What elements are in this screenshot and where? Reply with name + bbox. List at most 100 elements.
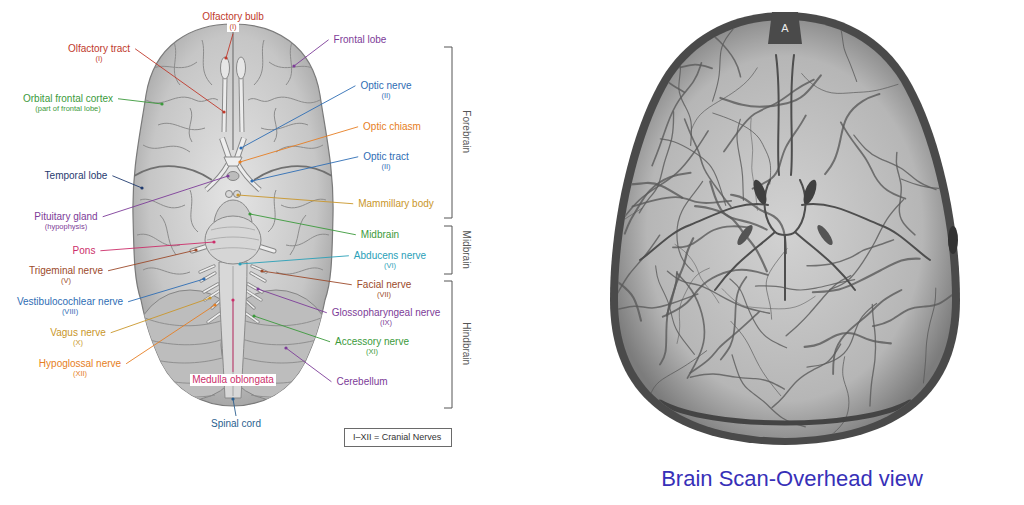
leader-line [128, 279, 204, 302]
structure-label: Spinal cord [209, 418, 263, 430]
nerve-number: (VII) [375, 291, 393, 300]
leader-dot [222, 110, 225, 113]
blood-vessel [923, 288, 935, 383]
blood-vessel [660, 139, 725, 206]
nerve-number: (II) [379, 92, 392, 101]
structure-label: Accessory nerve [333, 336, 411, 348]
mammillary-body [226, 191, 233, 198]
leader-dot [224, 56, 227, 59]
gyri [143, 268, 190, 274]
lateral-sulcus [134, 166, 212, 180]
structure-label: Temporal lobe [43, 170, 110, 182]
leader-line [112, 176, 142, 188]
gyri [190, 190, 198, 232]
structure-label: Olfactory tract [66, 43, 132, 55]
structure-label: Trigeminal nerve [27, 265, 105, 277]
blood-vessel [606, 37, 684, 92]
nerve-number: (IX) [378, 319, 394, 328]
ear [948, 226, 958, 254]
region-bracket [444, 47, 452, 218]
leader-dot [260, 269, 263, 272]
blood-vessels [765, 180, 806, 235]
leader-line [252, 157, 358, 181]
blood-vessel [732, 355, 805, 427]
pons-fibres [210, 248, 256, 250]
blood-vessel [896, 152, 915, 234]
blood-vessel [825, 94, 879, 174]
blood-vessels [554, 0, 1004, 443]
blood-vessel [621, 64, 712, 70]
blood-vessel [831, 0, 857, 81]
nerve-number: (X) [71, 339, 85, 348]
blood-vessel [690, 312, 759, 373]
olfactory-bulb [221, 57, 230, 79]
blood-vessels [801, 178, 819, 206]
blood-vessel [751, 118, 758, 210]
structure-label: Facial nerve [355, 279, 413, 291]
leader-line [126, 305, 215, 364]
structure-label: Vestibulocochlear nerve [15, 296, 125, 308]
gyri [137, 234, 180, 246]
brain-illustration [133, 24, 333, 406]
structure-label: Vagus nerve [48, 327, 107, 339]
gyri [150, 62, 197, 70]
blood-vessels [751, 178, 769, 206]
pituitary-gland [227, 172, 239, 181]
blood-vessel [731, 321, 781, 395]
nerve-number: (I) [93, 55, 104, 64]
pons [205, 216, 261, 264]
blood-vessel [652, 63, 701, 166]
leader-dot [202, 277, 205, 280]
blood-vessel [677, 268, 709, 343]
leader-line [258, 289, 327, 313]
blood-vessel [582, 235, 660, 323]
blood-vessel [713, 0, 750, 101]
leader-dot [213, 303, 216, 306]
olfactory-tract [224, 78, 225, 132]
optic-nerve [222, 138, 229, 158]
nerve-number: (V) [59, 277, 73, 286]
brain-illustration [133, 24, 333, 406]
blood-vessels [640, 204, 768, 260]
blood-vessels [791, 55, 794, 175]
blood-vessels [554, 0, 1004, 443]
blood-vessels [815, 223, 835, 247]
optic-nerve [222, 138, 229, 158]
leader-line [226, 34, 233, 58]
nerve-number: (hypophysis) [43, 223, 90, 232]
nose-marker [768, 12, 802, 44]
gyri [160, 215, 176, 255]
region-bracket [444, 226, 452, 274]
blood-vessels [735, 223, 755, 247]
blood-vessel [677, 274, 704, 378]
nerve-number: (XII) [71, 370, 89, 379]
blood-vessel [625, 173, 691, 234]
blood-vessel [695, 206, 767, 271]
leader-line [238, 195, 353, 204]
blood-vessels [776, 55, 779, 175]
blood-vessel [901, 179, 1004, 188]
leader-dot [284, 346, 287, 349]
leader-dot [226, 174, 229, 177]
leader-line [100, 242, 214, 251]
region-label: Forebrain [460, 109, 472, 156]
leader-line [233, 399, 236, 416]
region-label: Midbrain [460, 229, 472, 271]
leader-dot [248, 212, 251, 215]
blood-vessels [784, 236, 786, 300]
gyri [202, 40, 212, 85]
leader-line [294, 40, 329, 66]
leader-dot [194, 248, 197, 251]
blood-vessel [685, 119, 731, 207]
structure-label: Cerebellum [334, 376, 389, 388]
blood-vessel [721, 277, 747, 360]
leader-line [103, 176, 228, 217]
leader-dot [239, 146, 242, 149]
blood-vessel [737, 119, 743, 200]
blood-vessels [640, 55, 930, 423]
leader-dot [238, 160, 241, 163]
structure-label: Pons [71, 245, 98, 257]
blood-vessel [813, 259, 920, 293]
structure-label: Hypoglossal nerve [37, 358, 123, 370]
